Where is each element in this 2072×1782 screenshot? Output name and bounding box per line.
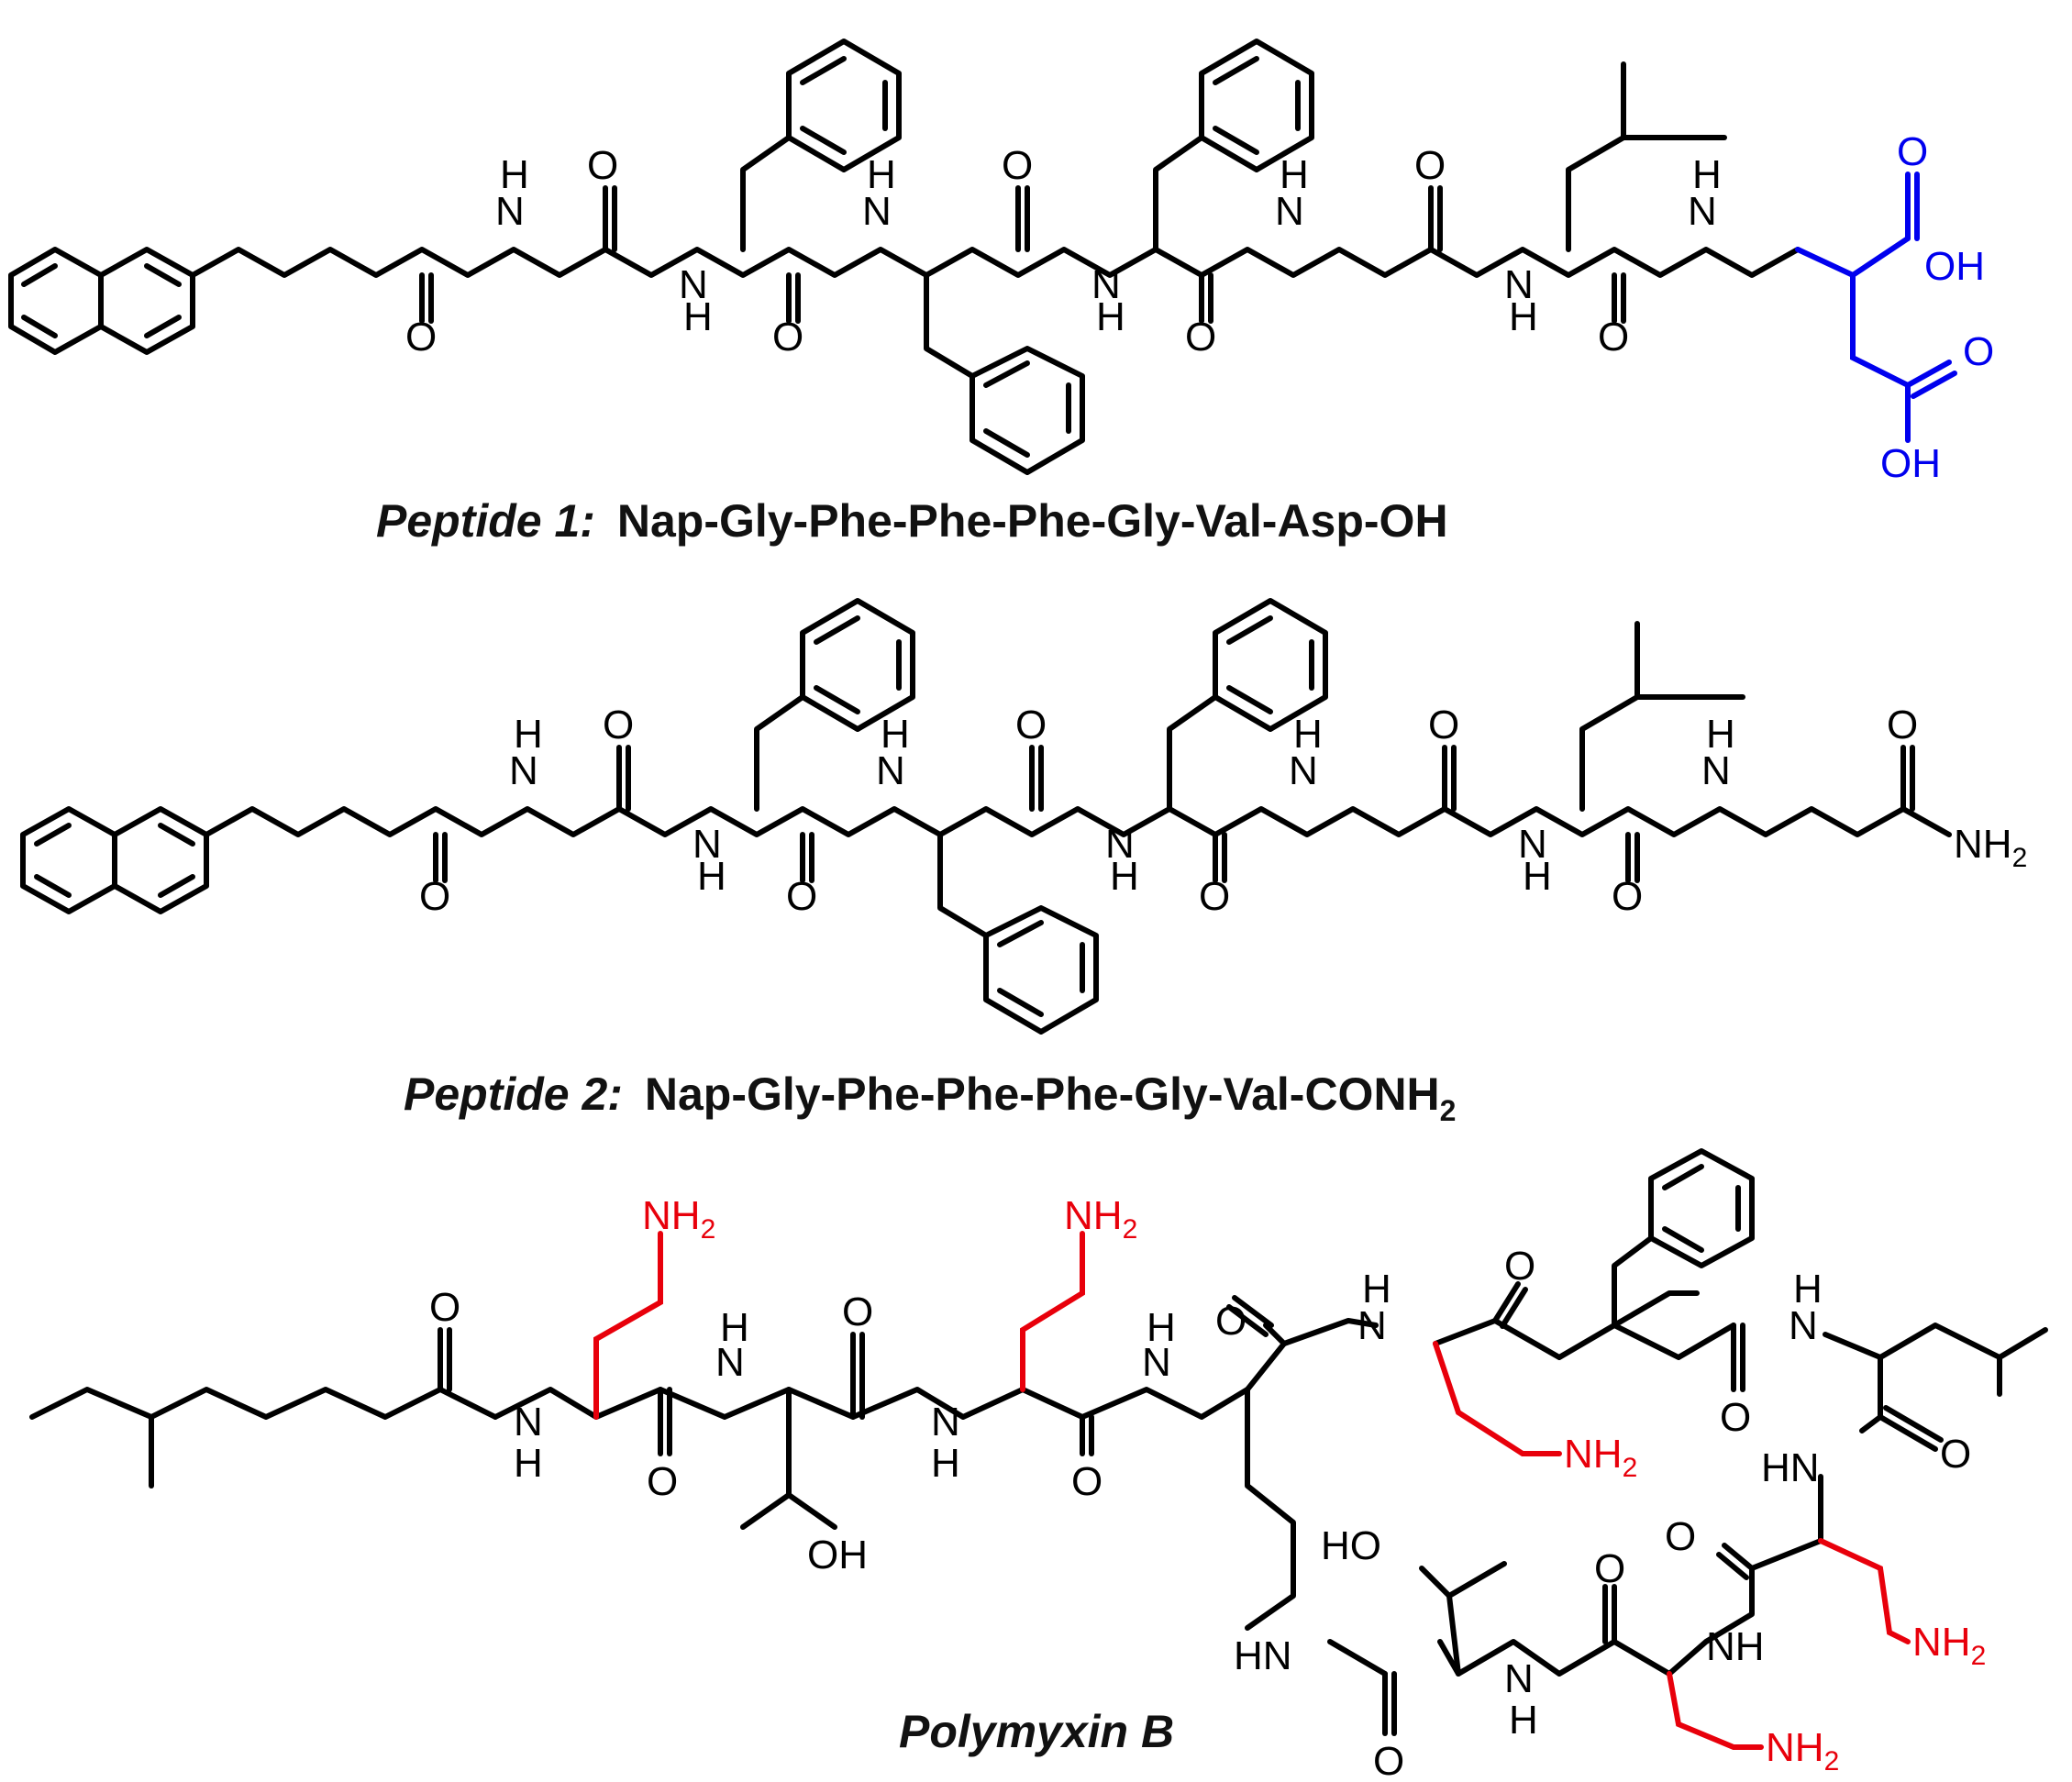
label-n: N xyxy=(876,748,905,793)
label-h: H xyxy=(514,1441,543,1486)
label-o: O xyxy=(1414,143,1446,188)
label-o: O xyxy=(405,315,437,360)
label-o: O xyxy=(1940,1432,1971,1477)
label-o: O xyxy=(772,315,803,360)
label-o: O xyxy=(1185,315,1216,360)
peptide-1-caption: Peptide 1: Nap-Gly-Phe-Phe-Phe-Gly-Val-A… xyxy=(376,495,1448,547)
label-o: O xyxy=(1612,874,1643,919)
peptide-1-asp-labels: O OH O OH xyxy=(1880,129,1994,486)
label-n: N xyxy=(495,189,525,234)
label-n: N xyxy=(715,1340,745,1385)
label-o: O xyxy=(603,703,634,747)
label-n: N xyxy=(1701,748,1731,793)
label-o: O xyxy=(1887,703,1918,747)
label-o: O xyxy=(842,1289,873,1334)
label-o: O xyxy=(1215,1299,1247,1344)
label-h: H xyxy=(1509,1698,1538,1743)
label-h: H xyxy=(1362,1267,1391,1312)
label-o: O xyxy=(429,1285,460,1330)
peptide-1-asp-residue xyxy=(1795,172,1957,443)
label-h: H xyxy=(683,294,713,339)
label-nh: NH xyxy=(1706,1624,1765,1669)
label-o: O xyxy=(647,1459,678,1504)
label-n: N xyxy=(1504,1656,1534,1701)
label-o: O xyxy=(1665,1514,1696,1559)
label-h: H xyxy=(514,712,543,757)
label-h: H xyxy=(500,152,529,197)
label-n: N xyxy=(1518,822,1547,867)
label-h: H xyxy=(720,1305,749,1350)
label-n: N xyxy=(1275,189,1304,234)
peptide-2-caption: Peptide 2: Nap-Gly-Phe-Phe-Phe-Gly-Val-C… xyxy=(404,1068,1456,1127)
svg-text:NH2: NH2 xyxy=(1564,1432,1637,1483)
label-n: N xyxy=(1105,822,1135,867)
label-n: N xyxy=(931,1400,960,1444)
label-o: O xyxy=(1002,143,1033,188)
label-o: O xyxy=(1504,1244,1535,1289)
label-h: H xyxy=(1692,152,1722,197)
label-h: H xyxy=(867,152,896,197)
svg-text:NH2: NH2 xyxy=(642,1193,715,1245)
label-h: H xyxy=(1293,712,1323,757)
label-hn: HN xyxy=(1761,1445,1820,1490)
svg-text:NH2: NH2 xyxy=(1064,1193,1137,1245)
label-o: O xyxy=(1598,315,1629,360)
label-n: N xyxy=(1289,748,1318,793)
label-n: N xyxy=(514,1400,543,1444)
peptide-1-atom-labels: O O O O O O O N H N H N H N H N H N H N … xyxy=(405,143,1722,360)
label-n: N xyxy=(862,189,892,234)
label-h: H xyxy=(1523,854,1552,899)
label-h: H xyxy=(1706,712,1735,757)
polymyxin-b-amine-chains xyxy=(593,1231,1911,1750)
label-n: N xyxy=(1504,262,1534,307)
label-h: H xyxy=(1280,152,1309,197)
label-h: H xyxy=(931,1441,960,1486)
label-o: O xyxy=(1071,1459,1102,1504)
label-o: O xyxy=(419,874,450,919)
label-h: H xyxy=(1110,854,1139,899)
label-o: O xyxy=(1373,1739,1404,1782)
label-ho: HO xyxy=(1321,1523,1381,1568)
label-h: H xyxy=(1793,1267,1823,1312)
polymyxin-b-structure xyxy=(29,1148,2048,1736)
label-o: O xyxy=(1720,1395,1751,1440)
label-n: N xyxy=(509,748,538,793)
label-oh: OH xyxy=(1880,441,1941,486)
label-nh2: NH2 xyxy=(1954,822,2027,873)
label-n: N xyxy=(1789,1303,1818,1348)
polymyxin-b-atom-labels: O O O O O O O O O O O N H N H N H N H N … xyxy=(429,1244,1971,1782)
polymyxin-b-caption: Polymyxin B xyxy=(899,1706,1174,1757)
label-h: H xyxy=(697,854,726,899)
label-n: N xyxy=(1357,1303,1387,1348)
label-h: H xyxy=(1147,1305,1176,1350)
label-n: N xyxy=(693,822,722,867)
label-n: N xyxy=(1142,1340,1171,1385)
label-hn: HN xyxy=(1234,1633,1292,1678)
label-o: O xyxy=(587,143,618,188)
svg-text:NH2: NH2 xyxy=(1766,1725,1839,1776)
label-oh: OH xyxy=(1924,244,1985,289)
label-n: N xyxy=(1091,262,1121,307)
label-o: O xyxy=(1428,703,1459,747)
peptide-2-atom-labels: O O O O O O O O N H N H N H N H N H N H … xyxy=(419,703,2027,919)
label-n: N xyxy=(679,262,708,307)
label-o: O xyxy=(1199,874,1230,919)
polymyxin-b-amine-labels: NH2 NH2 NH2 NH2 NH2 xyxy=(642,1193,1986,1776)
peptide-1-structure xyxy=(8,39,1801,475)
label-h: H xyxy=(1096,294,1125,339)
label-o: O xyxy=(1897,129,1928,174)
label-oh: OH xyxy=(807,1533,868,1577)
peptide-2-structure xyxy=(20,598,1952,1035)
svg-text:NH2: NH2 xyxy=(1912,1620,1986,1671)
label-o: O xyxy=(1963,329,1994,374)
label-o: O xyxy=(786,874,817,919)
label-h: H xyxy=(881,712,910,757)
label-o: O xyxy=(1594,1546,1625,1591)
label-n: N xyxy=(1688,189,1717,234)
label-o: O xyxy=(1015,703,1047,747)
label-h: H xyxy=(1509,294,1538,339)
